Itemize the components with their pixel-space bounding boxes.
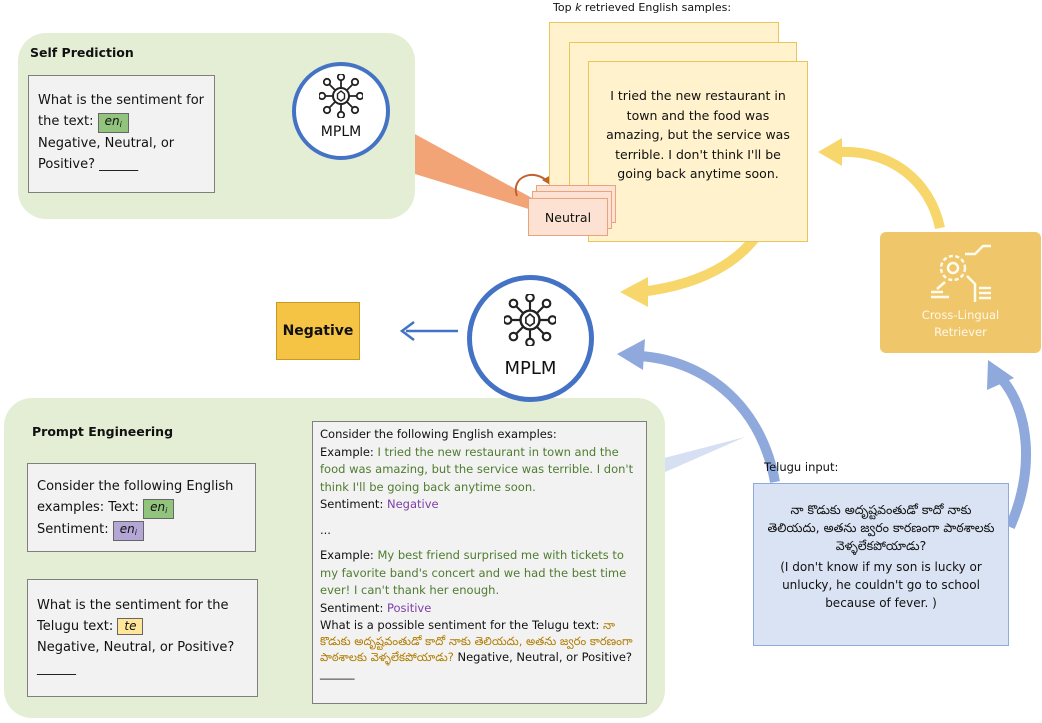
pseudo-label-text: Neutral bbox=[544, 209, 592, 225]
neural-network-icon bbox=[319, 74, 363, 118]
prompt-ex2-sent-label: Sentiment: bbox=[320, 600, 384, 615]
example-template-line2: examples: Text: eni bbox=[37, 497, 255, 519]
example-template-sent-prefix: Sentiment: bbox=[37, 522, 109, 537]
prompt-ex2-text: My best friend surprised me with tickets… bbox=[320, 548, 627, 597]
question-template-line1: What is the sentiment for the bbox=[37, 598, 229, 613]
prompt-ex1-text: I tried the new restaurant in town and t… bbox=[320, 444, 634, 494]
prompt-ex1-label: Example: bbox=[320, 444, 374, 459]
prompt-intro: Consider the following English examples: bbox=[320, 427, 557, 441]
telugu-native-text: నా కొడుకు అదృష్టవంతుడో కాదో నాకు తెలియదు… bbox=[767, 502, 995, 553]
en-chip-sub: i bbox=[119, 120, 122, 129]
telugu-input-box: నా కొడుకు అదృష్టవంతుడో కాదో నాకు తెలియదు… bbox=[753, 483, 1009, 646]
self-prediction-options-1: Negative, Neutral, or bbox=[38, 136, 175, 151]
retriever-to-samples-arrowhead bbox=[818, 138, 842, 166]
attention-wedge bbox=[402, 127, 532, 210]
retriever-to-samples-arrow bbox=[839, 146, 945, 230]
self-prediction-question: What is the sentiment for bbox=[38, 93, 204, 108]
example-template-line1: Consider the following English bbox=[37, 479, 234, 494]
telugu-caption: Telugu input: bbox=[764, 460, 839, 474]
question-template-prefix: Telugu text: bbox=[37, 619, 114, 634]
te-chip: te bbox=[117, 618, 144, 635]
output-label-text: Negative bbox=[282, 323, 354, 339]
example-template-text-prefix: examples: Text: bbox=[37, 500, 139, 515]
prompt-ex1-sentiment-line: Sentiment: Negative bbox=[320, 496, 640, 514]
samples-to-mplm-arrowhead bbox=[620, 277, 648, 307]
retrieved-caption-k: k bbox=[575, 1, 582, 14]
prompt-example-2: Example: My best friend surprised me wit… bbox=[320, 547, 640, 600]
en-text-chip-sub: i bbox=[165, 506, 168, 515]
en-text-chip-base: en bbox=[150, 500, 166, 514]
mplm-to-output-arrowhead bbox=[399, 321, 415, 341]
telugu-to-mplm-arrowhead bbox=[617, 339, 645, 370]
mplm-top-label: MPLM bbox=[320, 124, 362, 140]
en-sentiment-chip-sub: i bbox=[134, 528, 137, 537]
telugu-to-retriever-arrow bbox=[996, 373, 1031, 530]
retrieved-caption-post: retrieved English samples: bbox=[581, 1, 732, 14]
self-prediction-options-2: Positive? ______ bbox=[38, 157, 139, 172]
en-chip-base: en bbox=[104, 114, 120, 128]
retrieved-sample-text: I tried the new restaurant in town and t… bbox=[606, 88, 790, 181]
question-template-line4: ______ bbox=[37, 661, 76, 676]
prompt-ex1-sent-label: Sentiment: bbox=[320, 497, 384, 511]
prompt-ex2-sentiment: Positive bbox=[386, 600, 432, 615]
question-template-line3: Negative, Neutral, or Positive? bbox=[37, 640, 235, 655]
retrieved-caption-pre: Top bbox=[553, 1, 576, 14]
question-template-box: What is the sentiment for the Telugu tex… bbox=[27, 579, 258, 697]
prompt-ex1-sentiment: Negative bbox=[386, 497, 439, 511]
en-sentiment-chip-base: en bbox=[119, 522, 135, 536]
en-chip: eni bbox=[97, 113, 129, 133]
self-prediction-text-line: the text: eni bbox=[38, 111, 214, 133]
prompt-ellipsis: ... bbox=[320, 522, 331, 537]
example-template-line3: Sentiment: eni bbox=[37, 519, 255, 541]
mplm-node-top: MPLM bbox=[292, 62, 390, 160]
neural-network-icon bbox=[504, 294, 556, 346]
pseudo-label-card-front: Neutral bbox=[528, 198, 608, 236]
mplm-center-label: MPLM bbox=[504, 358, 557, 379]
prompt-telugu-text: నా కొడుకు అదృష్టవంతుడో కాదో నాకు తెలియదు… bbox=[320, 618, 633, 664]
prompt-example-1: Example: I tried the new restaurant in t… bbox=[320, 444, 640, 497]
retriever-icon bbox=[931, 244, 991, 302]
self-prediction-title: Self Prediction bbox=[30, 45, 134, 60]
self-loop-arrow bbox=[514, 173, 549, 197]
prompt-options: Negative, Neutral, or Positive? bbox=[457, 650, 633, 664]
output-label-box: Negative bbox=[276, 302, 360, 360]
question-template-line2: Telugu text: te bbox=[37, 616, 257, 637]
retrieved-caption: Top k retrieved English samples: bbox=[553, 1, 731, 14]
telugu-translation: (I don't know if my son is lucky or unlu… bbox=[780, 560, 982, 610]
prompt-blank: ______ bbox=[320, 666, 355, 680]
mplm-node-center: MPLM bbox=[467, 275, 594, 402]
prompt-question-text: What is a possible sentiment for the Tel… bbox=[320, 618, 600, 632]
en-text-chip: eni bbox=[143, 499, 175, 519]
full-prompt-box: Consider the following English examples:… bbox=[312, 421, 647, 704]
retriever-label-line1: Cross-Lingual bbox=[921, 308, 1000, 322]
example-template-box: Consider the following English examples:… bbox=[27, 463, 256, 552]
prompt-ex2-label: Example: bbox=[320, 548, 374, 562]
retriever-label: Cross-Lingual Retriever bbox=[880, 307, 1041, 341]
prompt-question: What is a possible sentiment for the Tel… bbox=[320, 617, 640, 665]
self-prediction-template: What is the sentiment for the text: eni … bbox=[28, 75, 215, 193]
cross-lingual-retriever-box: Cross-Lingual Retriever bbox=[880, 232, 1041, 353]
telugu-to-mplm-arrow bbox=[639, 351, 780, 483]
prompt-engineering-title: Prompt Engineering bbox=[32, 424, 174, 439]
retrieved-sample-card-front: I tried the new restaurant in town and t… bbox=[588, 61, 808, 242]
prompt-wedge bbox=[645, 437, 745, 480]
self-prediction-text-prefix: the text: bbox=[38, 114, 94, 129]
telugu-to-retriever-arrowhead bbox=[987, 360, 1014, 390]
prompt-ex2-sentiment-line: Sentiment: Positive bbox=[320, 600, 640, 618]
retriever-label-line2: Retriever bbox=[934, 325, 987, 339]
en-sentiment-chip: eni bbox=[112, 521, 144, 541]
